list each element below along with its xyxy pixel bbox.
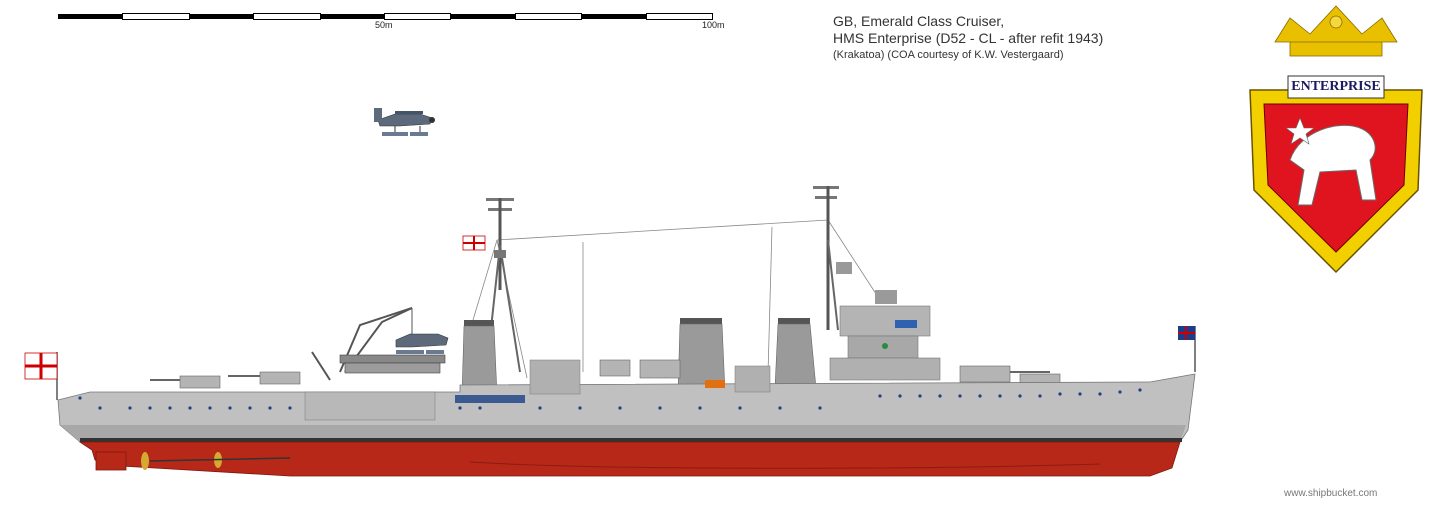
bridge-superstructure-icon: [829, 290, 941, 381]
catapult-icon: [339, 354, 446, 374]
caption-line-1: GB, Emerald Class Cruiser,: [833, 13, 1005, 29]
scale-label-100m: 100m: [702, 20, 725, 30]
hull-icon: [57, 359, 1196, 443]
caption-line-3: (Krakatoa) (COA courtesy of K.W. Vesterg…: [833, 49, 1064, 61]
funnel-forward-icon: [461, 320, 498, 396]
scale-label-50m: 50m: [375, 20, 393, 30]
ship-badge-icon: [1249, 5, 1423, 274]
gun-turret-icon: [150, 359, 1061, 389]
scale-bar: [58, 13, 713, 20]
portholes: [78, 388, 1142, 410]
rigging: [469, 219, 881, 379]
seaplane-on-catapult-icon: [395, 333, 449, 354]
hull-antifouling-icon: [78, 438, 1182, 477]
caption: GB, Emerald Class Cruiser, HMS Enterpris…: [833, 13, 1103, 63]
mainmast-icon: [813, 186, 852, 331]
propeller-icon: [95, 451, 291, 471]
jack-icon: [1178, 326, 1196, 372]
seaplane-flying-icon: [374, 108, 435, 136]
stern-ensign-icon: [24, 352, 58, 400]
caption-line-2: HMS Enterprise (D52 - CL - after refit 1…: [833, 30, 1104, 46]
mast-ensign-icon: [462, 235, 486, 251]
badge-name: ENTERPRISE: [1291, 79, 1381, 94]
watermark: www.shipbucket.com: [1284, 488, 1378, 499]
funnel-after-icon: [774, 318, 817, 389]
